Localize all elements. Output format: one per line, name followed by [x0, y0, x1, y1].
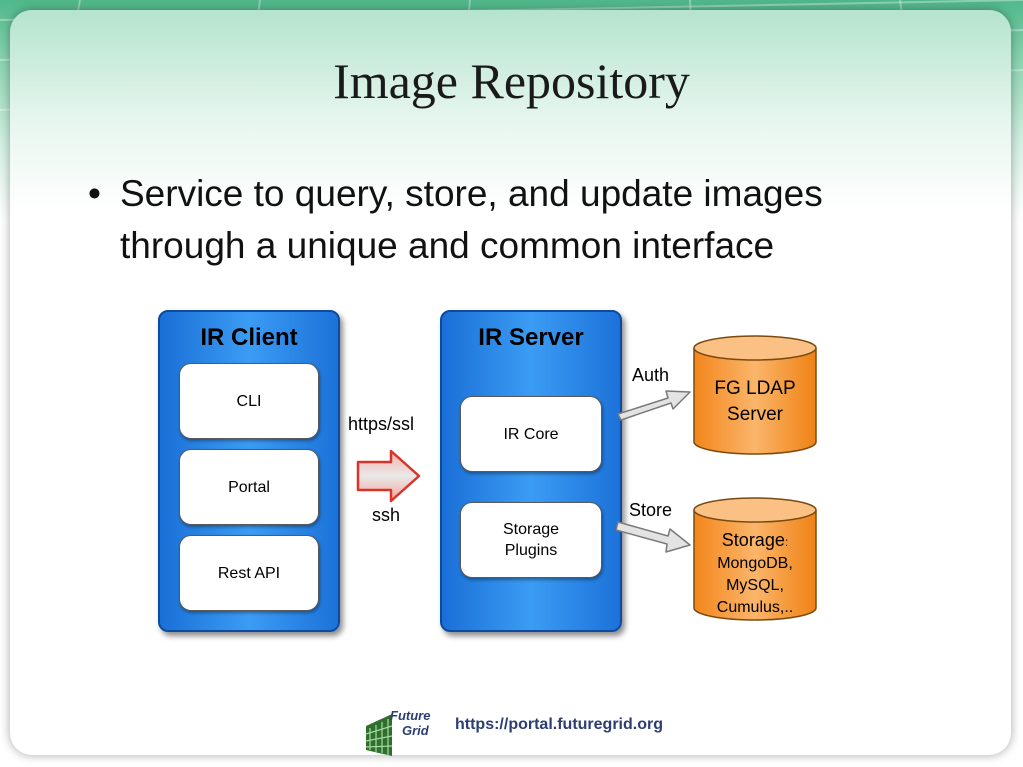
storage-label-line2: MongoDB, [717, 555, 793, 572]
logo-future-text: Future [390, 708, 430, 723]
ir-client-panel: IR Client CLI Portal Rest API [158, 310, 340, 632]
footer-url-link[interactable]: https://portal.futuregrid.org [455, 716, 663, 733]
rest-api-box: Rest API [179, 535, 319, 611]
storage-label-line1: Storage: [692, 529, 818, 553]
red-arrow-icon [356, 449, 421, 503]
slide-title: Image Repository [333, 53, 690, 109]
auth-arrow-icon [617, 390, 691, 421]
ldap-database-icon [693, 335, 817, 455]
bullet-point: • Service to query, store, and update im… [88, 168, 948, 272]
ldap-label-line1: FG LDAP [714, 378, 796, 399]
bullet-dot: • [88, 173, 101, 214]
https-ssl-label: https/ssl [348, 414, 415, 434]
portal-box: Portal [179, 449, 319, 525]
storage-plugins-line2: Plugins [504, 542, 558, 559]
ssh-label: ssh [372, 505, 401, 525]
storage-database-icon [693, 497, 817, 621]
storage-label-line3: MySQL, [726, 577, 784, 594]
store-arrow-icon [616, 521, 691, 553]
store-label: Store [629, 500, 673, 520]
frame-header-tint [10, 10, 1011, 210]
storage-plugins-line1: Storage [502, 521, 560, 538]
ir-server-panel: IR Server IR Core Storage Plugins [440, 310, 622, 632]
storage-label-title: Storage [721, 530, 785, 550]
ldap-label: FG LDAP Server [692, 376, 818, 428]
storage-label-colon: : [784, 535, 789, 549]
storage-label: Storage: MongoDB, MySQL, Cumulus,.. [692, 529, 818, 619]
ir-server-title: IR Server [478, 324, 584, 351]
storage-label-line4: Cumulus,.. [716, 599, 794, 616]
bullet-text: Service to query, store, and update imag… [120, 173, 823, 266]
auth-label: Auth [632, 365, 670, 385]
cli-box: CLI [179, 363, 319, 439]
ir-client-title: IR Client [200, 324, 298, 351]
logo-grid-text: Grid [402, 723, 430, 738]
futuregrid-logo-icon: Future Grid [365, 708, 430, 756]
ldap-label-line2: Server [727, 404, 783, 425]
storage-plugins-box: Storage Plugins [460, 502, 602, 578]
ir-core-box: IR Core [460, 396, 602, 472]
